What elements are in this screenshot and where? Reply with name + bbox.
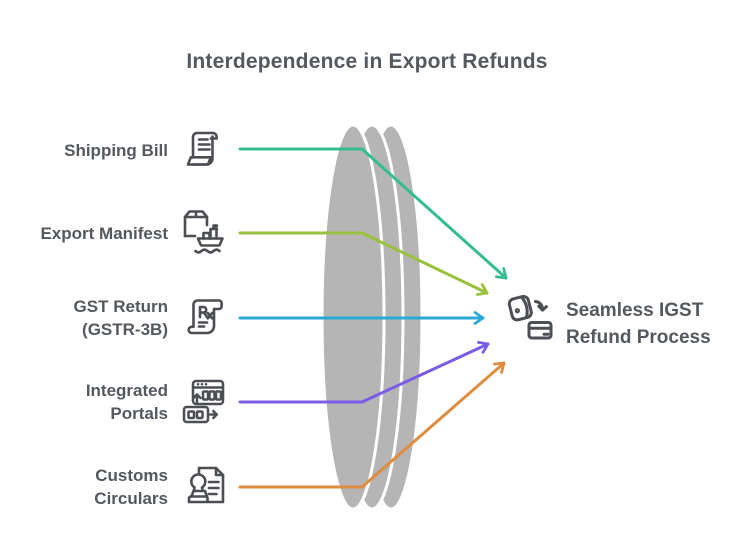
connector-integrated-portals [238,340,490,404]
refund-money-transfer-icon [503,289,553,347]
page-title: Interdependence in Export Refunds [186,50,548,73]
connector-arrows [238,147,508,489]
customs-stamp-document-icon [182,461,232,513]
label-export-manifest: Export Manifest [40,224,168,243]
label-shipping-bill: Shipping Bill [64,141,168,160]
connector-customs-circulars [238,361,506,489]
connector-export-manifest [238,231,489,296]
integrated-portals-icon [178,376,230,428]
gst-return-scroll-icon [180,292,230,344]
export-manifest-ship-icon [177,205,231,259]
result-label: Seamless IGST Refund Process [566,300,711,348]
label-customs-circulars: Customs Circulars [94,466,168,508]
connector-shipping-bill [238,147,508,280]
shipping-bill-receipt-icon [180,125,230,175]
label-gst-return: GST Return (GSTR-3B) [73,297,168,339]
label-integrated-portals: Integrated Portals [85,381,168,423]
